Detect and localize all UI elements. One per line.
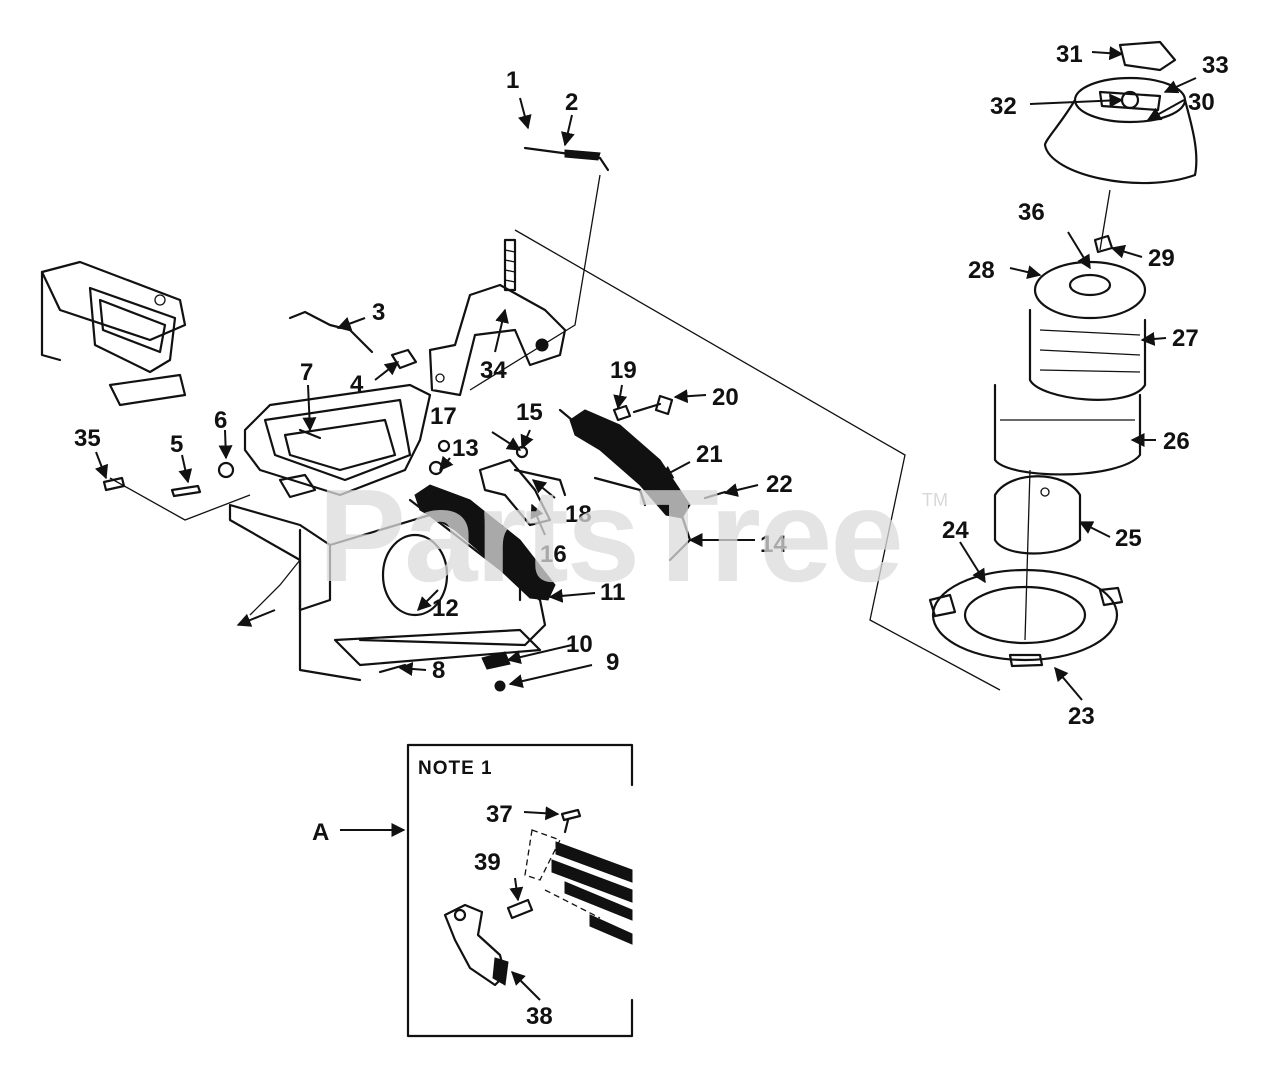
note-1-title: NOTE 1 xyxy=(418,758,493,779)
callout-25: 25 xyxy=(1115,525,1142,552)
callout-11: 11 xyxy=(600,579,625,606)
air-cleaner-stack xyxy=(928,40,1198,668)
callout-26: 26 xyxy=(1163,428,1190,455)
callout-39: 39 xyxy=(474,849,501,876)
callout-19: 19 xyxy=(610,357,637,384)
detail-pointer-label: A xyxy=(312,819,329,846)
callout-32: 32 xyxy=(990,93,1017,120)
callout-4: 4 xyxy=(350,371,364,398)
callout-13: 13 xyxy=(452,435,479,462)
callout-27: 27 xyxy=(1172,325,1199,352)
callout-3: 3 xyxy=(372,299,385,326)
callout-leaders xyxy=(94,46,1197,701)
callout-2: 2 xyxy=(565,89,578,116)
engine-block-fragment xyxy=(40,260,187,407)
callout-20: 20 xyxy=(712,384,739,411)
callout-15: 15 xyxy=(516,399,543,426)
extension-lines xyxy=(109,174,1111,691)
callout-17: 17 xyxy=(430,403,457,430)
callout-10: 10 xyxy=(566,631,593,658)
callout-5: 5 xyxy=(170,431,183,458)
callout-29: 29 xyxy=(1148,245,1175,272)
callout-23: 23 xyxy=(1068,703,1095,730)
note-1-detail: NOTE 1 A 37 38 39 xyxy=(312,743,634,1038)
callout-31: 31 xyxy=(1056,41,1083,68)
callout-21: 21 xyxy=(696,441,723,468)
callout-38: 38 xyxy=(526,1003,553,1030)
callout-24: 24 xyxy=(942,517,969,544)
callout-1: 1 xyxy=(506,67,519,94)
callout-12: 12 xyxy=(432,595,459,622)
callout-33: 33 xyxy=(1202,52,1229,79)
callout-6: 6 xyxy=(214,407,227,434)
watermark-trademark: TM xyxy=(922,490,948,510)
callout-18: 18 xyxy=(565,501,592,528)
callout-35: 35 xyxy=(74,425,101,452)
callout-22: 22 xyxy=(766,471,793,498)
callout-30: 30 xyxy=(1188,89,1215,116)
callout-37: 37 xyxy=(486,801,513,828)
callout-9: 9 xyxy=(606,649,619,676)
callout-14: 14 xyxy=(760,531,787,558)
callout-16: 16 xyxy=(540,541,567,568)
callout-7: 7 xyxy=(300,359,313,386)
air-cleaner-base-assembly xyxy=(228,238,567,682)
small-parts xyxy=(102,146,727,692)
callout-labels: 1 2 3 4 5 6 7 8 9 10 11 12 13 14 15 16 1… xyxy=(74,41,1229,730)
boot-texture xyxy=(551,841,633,945)
callout-8: 8 xyxy=(432,657,445,684)
callout-34: 34 xyxy=(480,357,507,384)
callout-28: 28 xyxy=(968,257,995,284)
callout-36: 36 xyxy=(1018,199,1045,226)
precleaner-brackets xyxy=(358,408,692,647)
